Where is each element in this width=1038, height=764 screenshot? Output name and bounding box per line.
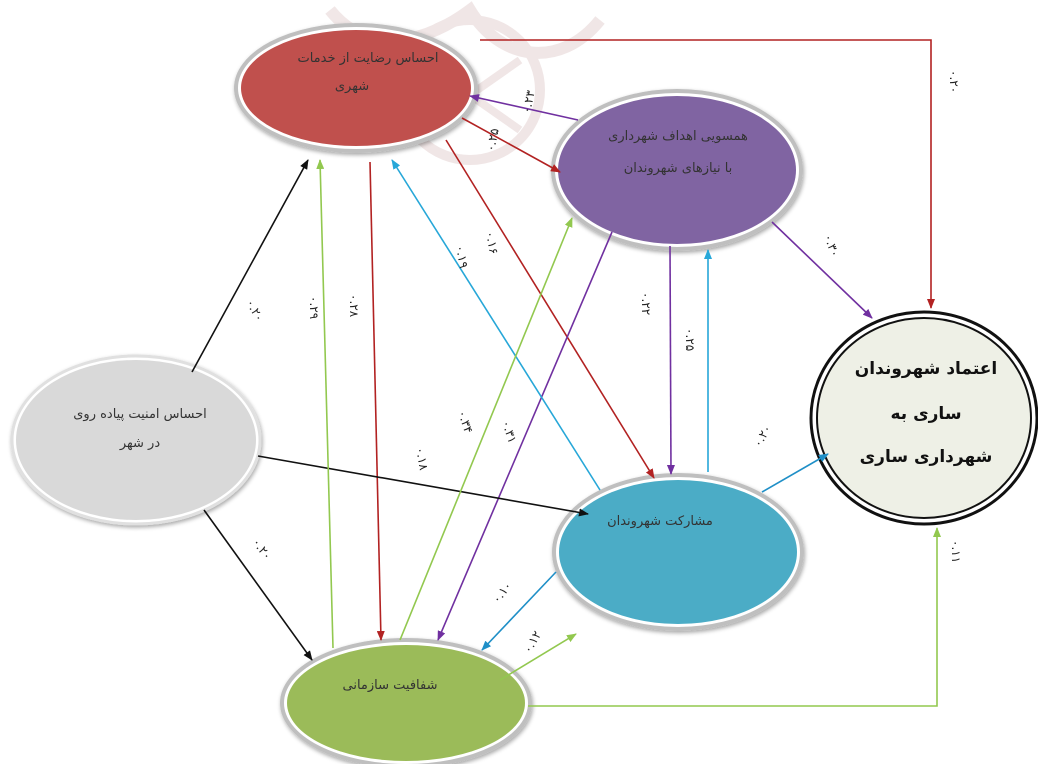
node-security: احساس امنیت پیاده روی در شهر (10, 354, 262, 526)
node-trust: اعتماد شهروندان ساری به شهرداری ساری (809, 310, 1038, 526)
node-satisfaction-label-2: شهری (335, 79, 369, 94)
label-alignment-transparency: ۰.۳۱ (499, 419, 519, 445)
arrow-alignment-to-transparency (437, 231, 613, 641)
label-transparency-participation: ۰.۱۲ (520, 628, 544, 655)
label-participation-alignment: ۰.۲۵ (683, 328, 697, 351)
arrow-satisfaction-to-participation (445, 139, 655, 479)
label-transparency-satisfaction: ۰.۲۹ (307, 296, 321, 319)
node-trust-label-2: ساری به (890, 404, 961, 424)
label-security-transparency: ۰.۲۰ (250, 536, 275, 563)
label-satisfaction-participation: ۰.۱۶ (483, 230, 501, 255)
arrow-participation-to-trust (761, 453, 829, 493)
node-transparency-label: شفافیت سازمانی (343, 678, 438, 693)
node-alignment-shape (558, 96, 796, 244)
arrow-participation-to-satisfaction (391, 159, 601, 491)
arrow-alignment-to-participation (666, 245, 675, 475)
arrow-alignment-to-trust (771, 221, 873, 319)
arrow-transparency-to-alignment (399, 217, 573, 641)
node-participation-shape (559, 480, 797, 624)
node-trust-label: اعتماد شهروندان (855, 359, 997, 379)
label-alignment-satisfaction: ۰.۲۳ (519, 89, 538, 115)
label-participation-trust: ۰.۲۰ (750, 422, 774, 449)
arrow-alignment-to-satisfaction (469, 94, 579, 121)
arrow-security-to-participation (257, 455, 589, 517)
node-participation-label: مشارکت شهروندان (607, 514, 713, 529)
arrow-transparency-to-participation (499, 633, 577, 681)
node-trust-label-3: شهرداری ساری (860, 447, 993, 467)
node-security-label-2: در شهر (119, 436, 160, 451)
label-security-participation: ۰.۱۸ (413, 446, 431, 472)
label-satisfaction-alignment: ۰.۲۵ (483, 127, 502, 153)
node-alignment-label: همسویی اهداف شهرداری (608, 129, 748, 144)
node-satisfaction: احساس رضایت از خدمات شهری (234, 23, 478, 153)
arrows (191, 39, 941, 707)
label-participation-satisfaction: ۰.۱۹ (453, 244, 471, 269)
arrow-security-to-satisfaction (191, 159, 309, 373)
node-satisfaction-shape (241, 30, 471, 146)
label-alignment-participation: ۰.۲۲ (639, 292, 653, 315)
arrow-satisfaction-to-alignment (461, 117, 561, 173)
label-satisfaction-transparency: ۰.۲۸ (347, 294, 361, 318)
node-satisfaction-label: احساس رضایت از خدمات (297, 51, 438, 66)
node-transparency: شفافیت سازمانی (280, 638, 532, 764)
node-participation: مشارکت شهروندان (552, 473, 804, 631)
node-trust-shape (816, 317, 1032, 519)
label-participation-transparency: ۰.۱۰ (489, 579, 514, 606)
label-transparency-alignment: ۰.۳۴ (455, 409, 475, 435)
node-security-label: احساس امنیت پیاده روی (73, 407, 207, 422)
label-security-satisfaction: ۰.۲۰ (243, 297, 266, 324)
arrow-transparency-to-trust (528, 527, 941, 707)
arrow-satisfaction-to-transparency (369, 161, 385, 641)
arrow-satisfaction-to-trust (480, 39, 935, 309)
node-alignment: همسویی اهداف شهرداری با نیازهای شهروندان (551, 89, 803, 251)
arrow-participation-to-transparency (481, 571, 557, 651)
label-alignment-trust: ۰.۳۰ (821, 232, 842, 259)
node-transparency-shape (287, 645, 525, 761)
arrow-security-to-transparency (203, 509, 313, 661)
node-alignment-label-2: با نیازهای شهروندان (624, 161, 733, 176)
label-satisfaction-trust: ۰.۲۰ (947, 70, 961, 93)
node-security-shape (16, 360, 256, 520)
arrow-transparency-to-satisfaction (316, 159, 334, 649)
label-transparency-trust: ۰.۱۱ (949, 540, 963, 563)
